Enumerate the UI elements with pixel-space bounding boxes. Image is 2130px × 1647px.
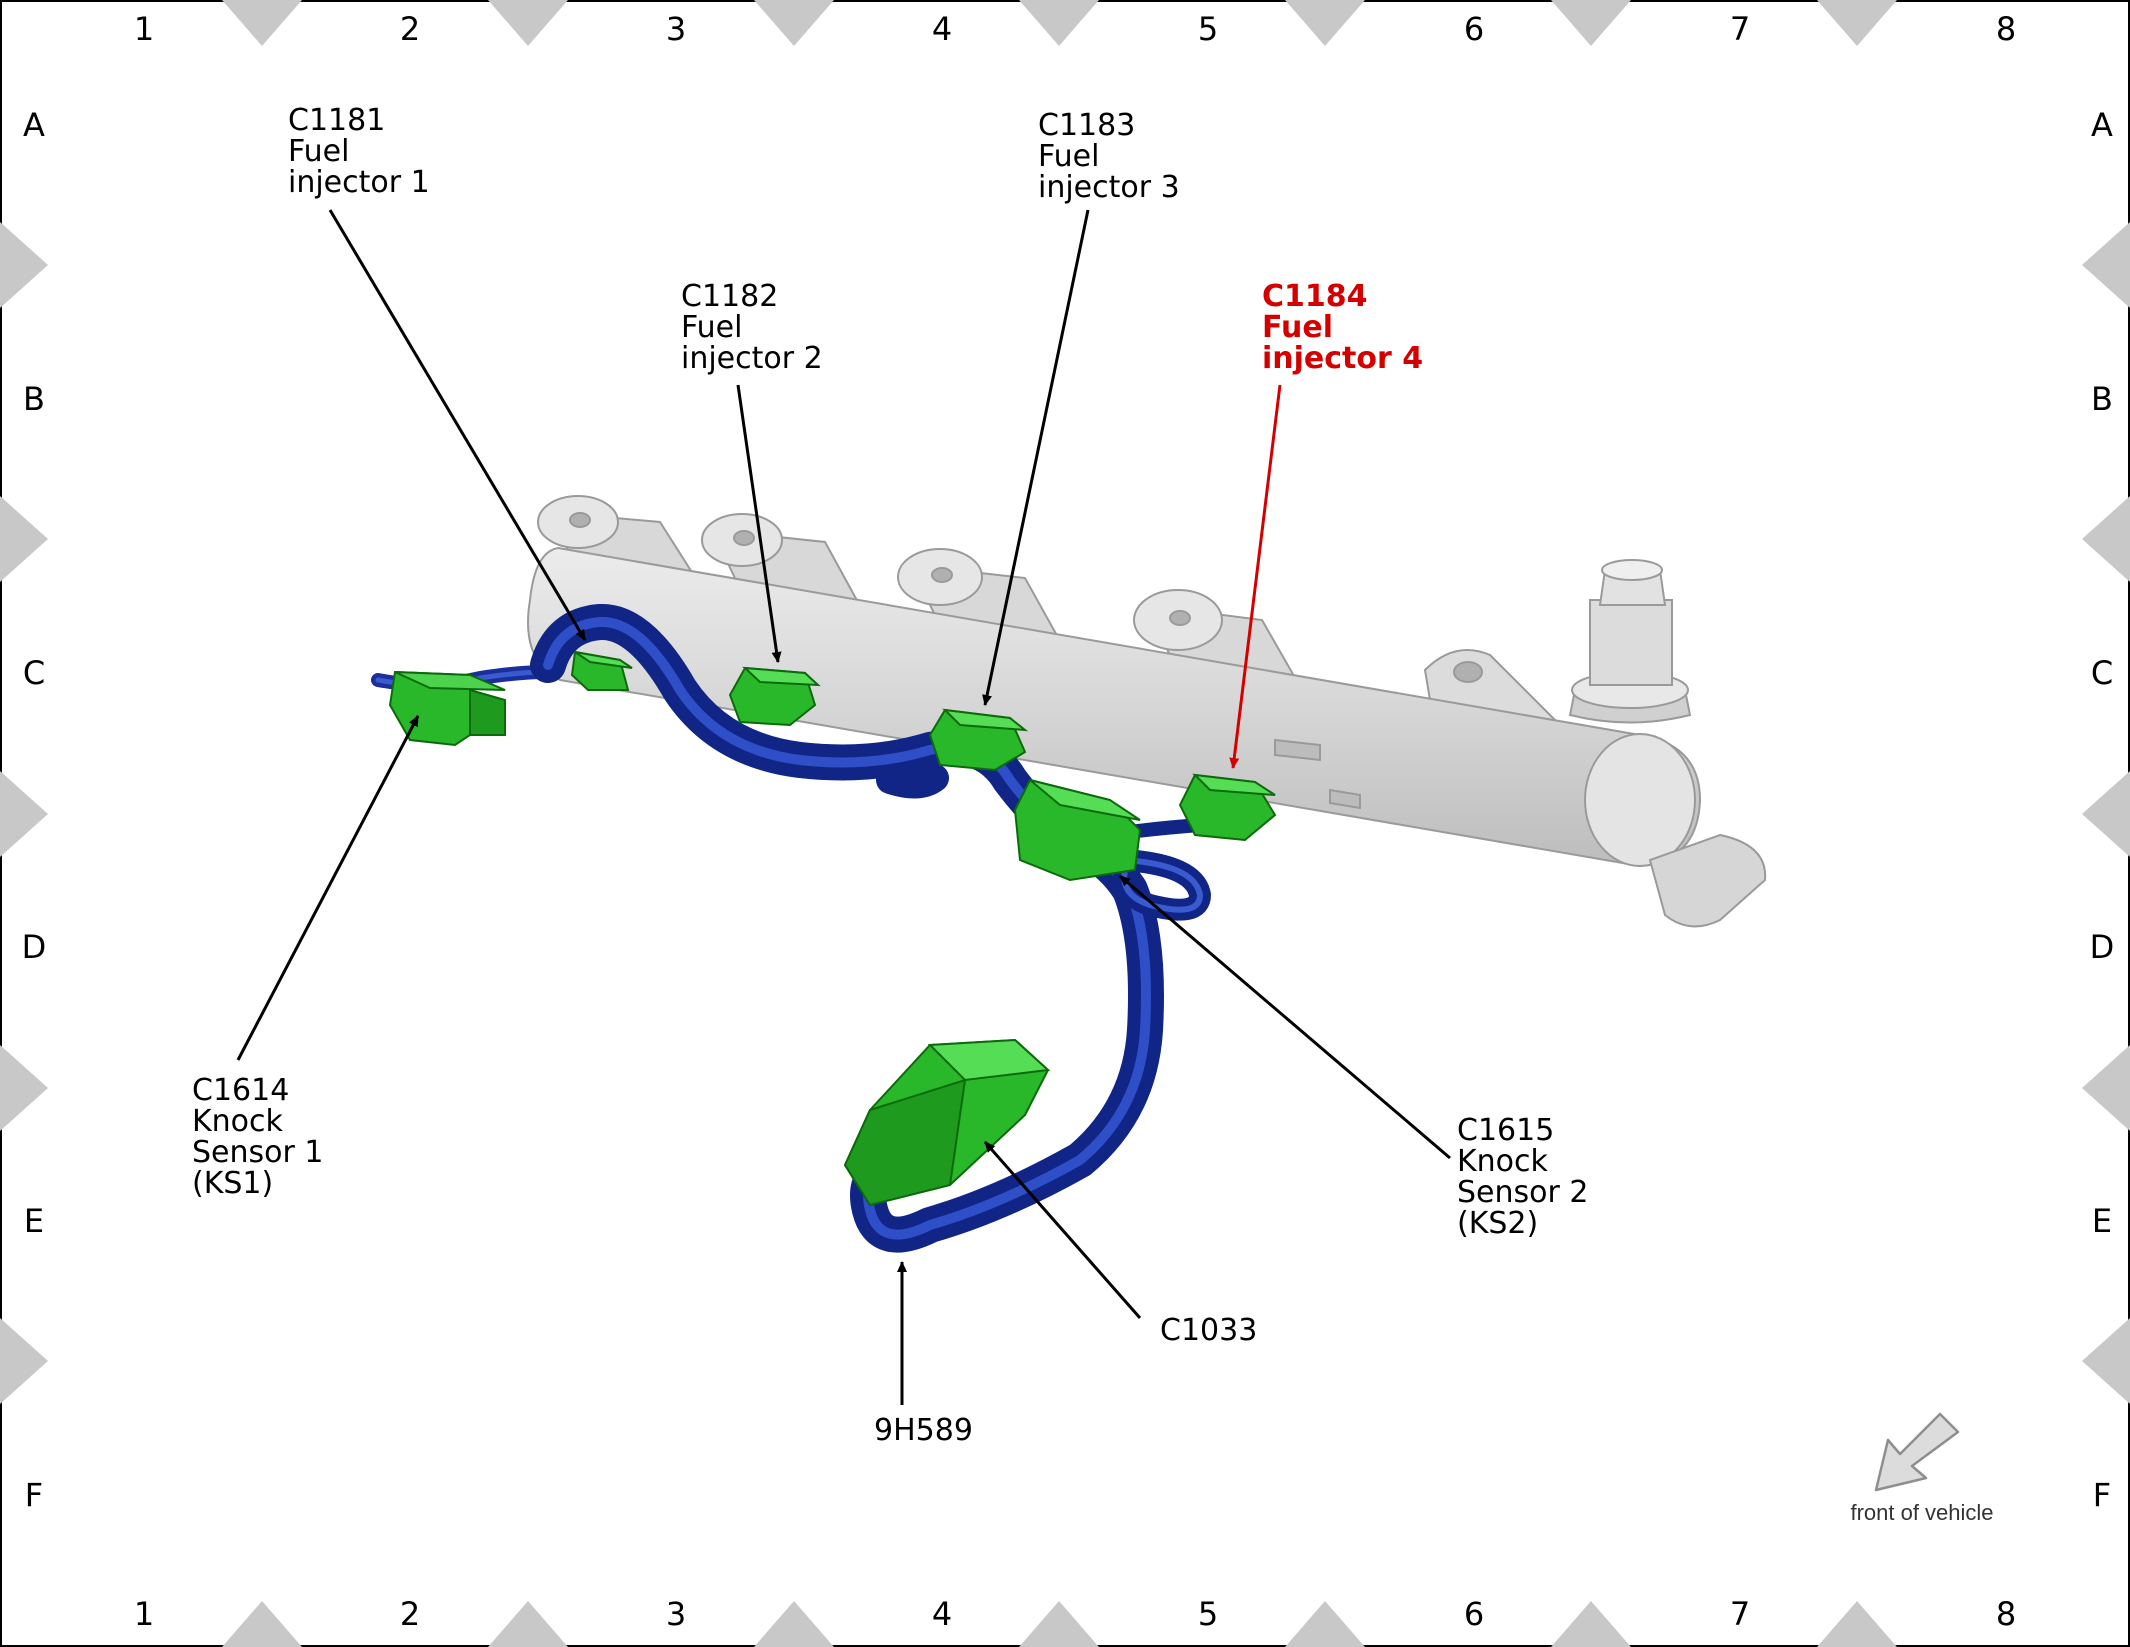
callout-line: injector 2 xyxy=(681,341,823,376)
callout-line: Knock xyxy=(1457,1144,1549,1179)
col-label: 8 xyxy=(1996,1595,2016,1633)
callout-line: Sensor 1 xyxy=(192,1135,323,1170)
connector-c1615 xyxy=(1013,778,1142,882)
row-label: F xyxy=(25,1476,43,1514)
row-labels-left: A B C D E F xyxy=(22,106,47,1514)
col-label: 1 xyxy=(134,1595,154,1633)
callout-c1184: C1184 Fuel injector 4 xyxy=(1262,279,1423,376)
front-arrow-icon xyxy=(1874,1412,1960,1492)
connector-c1183 xyxy=(928,708,1029,772)
callout-line: injector 4 xyxy=(1262,341,1423,376)
connector-c1181 xyxy=(570,650,633,691)
callout-line: Fuel xyxy=(681,310,742,345)
leader-c1182 xyxy=(736,384,782,663)
callout-c1181: C1181 Fuel injector 1 xyxy=(288,103,430,200)
col-label: 8 xyxy=(1996,10,2016,48)
leader-lines xyxy=(236,209,1451,1405)
col-label: 6 xyxy=(1464,1595,1484,1633)
callout-line: injector 3 xyxy=(1038,170,1180,205)
callout-c1614: C1614 Knock Sensor 1 (KS1) xyxy=(192,1073,323,1201)
col-label: 4 xyxy=(932,10,952,48)
callout-line: C1184 xyxy=(1262,279,1368,314)
callout-line: C1183 xyxy=(1038,108,1135,143)
connector-c1033 xyxy=(843,1038,1051,1207)
callout-line: C1033 xyxy=(1160,1313,1257,1348)
rail-end-cap xyxy=(1584,733,1696,867)
row-label: D xyxy=(22,928,47,966)
callout-line: 9H589 xyxy=(874,1413,973,1448)
callout-line: Fuel xyxy=(1262,310,1333,345)
row-labels-right: A B C D E F xyxy=(2090,106,2115,1514)
callout-c1183: C1183 Fuel injector 3 xyxy=(1038,108,1180,205)
front-of-vehicle-label: front of vehicle xyxy=(1850,1500,1993,1525)
col-label: 5 xyxy=(1198,10,1218,48)
callout-line: C1182 xyxy=(681,279,778,314)
row-label: F xyxy=(2093,1476,2111,1514)
leader-c1181 xyxy=(328,209,587,641)
callout-line: Knock xyxy=(192,1104,284,1139)
front-of-vehicle-indicator: front of vehicle xyxy=(1850,1412,1994,1525)
row-label: D xyxy=(2090,928,2115,966)
callout-c1033: C1033 xyxy=(1160,1313,1257,1348)
col-label: 3 xyxy=(666,1595,686,1633)
col-label: 3 xyxy=(666,10,686,48)
callout-9h589: 9H589 xyxy=(874,1413,973,1448)
row-label: E xyxy=(2092,1202,2112,1240)
callout-line: C1181 xyxy=(288,103,385,138)
callout-line: Fuel xyxy=(288,134,349,169)
row-label: A xyxy=(23,106,45,144)
pressure-sensor xyxy=(1568,559,1692,724)
column-labels-bottom: 1 2 3 4 5 6 7 8 xyxy=(134,1595,2016,1633)
callout-line: C1615 xyxy=(1457,1113,1554,1148)
row-label: B xyxy=(23,380,45,418)
callout-line: (KS1) xyxy=(192,1166,273,1201)
callout-c1182: C1182 Fuel injector 2 xyxy=(681,279,823,376)
leader-c1615 xyxy=(1119,874,1451,1160)
leader-c1183 xyxy=(982,209,1090,706)
leader-c1033 xyxy=(983,1141,1142,1319)
row-label: A xyxy=(2091,106,2113,144)
callout-line: C1614 xyxy=(192,1073,289,1108)
callout-line: Sensor 2 xyxy=(1457,1175,1588,1210)
column-labels-top: 1 2 3 4 5 6 7 8 xyxy=(134,10,2016,48)
fuel-rail xyxy=(527,495,1767,928)
leader-c1184 xyxy=(1229,384,1282,769)
row-label: C xyxy=(23,654,45,692)
leader-c1614 xyxy=(236,715,420,1061)
rail-outlet xyxy=(1648,833,1767,928)
callout-line: injector 1 xyxy=(288,165,430,200)
row-label: C xyxy=(2091,654,2113,692)
connector-c1184 xyxy=(1178,773,1277,842)
callout-line: Fuel xyxy=(1038,139,1099,174)
col-label: 1 xyxy=(134,10,154,48)
col-label: 2 xyxy=(400,1595,420,1633)
col-label: 5 xyxy=(1198,1595,1218,1633)
connector-c1182 xyxy=(728,666,821,727)
col-label: 2 xyxy=(400,10,420,48)
row-label: E xyxy=(24,1202,44,1240)
row-label: B xyxy=(2091,380,2113,418)
callout-c1615: C1615 Knock Sensor 2 (KS2) xyxy=(1457,1113,1588,1241)
col-label: 4 xyxy=(932,1595,952,1633)
connectors xyxy=(388,650,1277,1207)
col-label: 7 xyxy=(1730,10,1750,48)
col-label: 6 xyxy=(1464,10,1484,48)
callout-line: (KS2) xyxy=(1457,1206,1538,1241)
col-label: 7 xyxy=(1730,1595,1750,1633)
